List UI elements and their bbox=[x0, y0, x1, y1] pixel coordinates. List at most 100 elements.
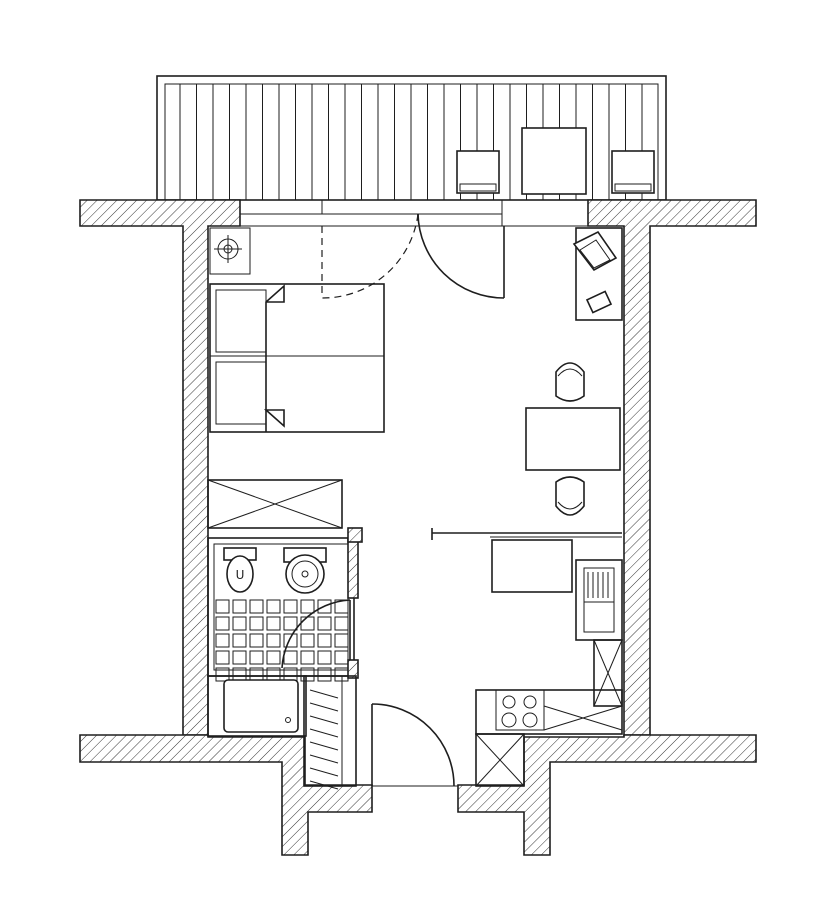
floor-tile bbox=[215, 650, 230, 665]
window-left bbox=[239, 199, 323, 215]
hanger bbox=[309, 702, 339, 712]
floor-tile bbox=[283, 616, 298, 631]
floor-tile bbox=[215, 599, 230, 614]
bathroom-door-swing bbox=[281, 599, 351, 669]
cooktop bbox=[495, 689, 545, 731]
burner-2 bbox=[523, 695, 537, 709]
wall-bottom-left bbox=[79, 734, 373, 856]
floor-tile bbox=[300, 650, 315, 665]
floor-tile bbox=[249, 633, 264, 648]
desk bbox=[575, 227, 623, 321]
floor-tile bbox=[232, 599, 247, 614]
hanger bbox=[309, 741, 339, 751]
floor-tile bbox=[215, 633, 230, 648]
floor-tile bbox=[266, 650, 281, 665]
balcony-chair-left bbox=[456, 150, 500, 194]
bathroom-tiles bbox=[215, 599, 349, 682]
floor-tile bbox=[232, 616, 247, 631]
wardrobe bbox=[207, 479, 343, 529]
toilet-label: U bbox=[236, 568, 245, 582]
hanger bbox=[309, 754, 339, 764]
balcony-door-swing-dashed bbox=[321, 213, 419, 299]
floor-tile bbox=[249, 599, 264, 614]
floor-tile bbox=[283, 633, 298, 648]
toilet: U bbox=[223, 547, 257, 593]
shower-drain bbox=[285, 717, 291, 723]
floor-tile bbox=[266, 599, 281, 614]
walls bbox=[79, 199, 757, 856]
floor-tile bbox=[283, 599, 298, 614]
sink-basin bbox=[583, 601, 615, 633]
burner-3 bbox=[501, 712, 517, 728]
floor-tile bbox=[232, 633, 247, 648]
coat-closet bbox=[303, 675, 357, 787]
balcony-chair-right-back bbox=[614, 183, 652, 192]
desk-phone bbox=[585, 290, 613, 314]
floor-tile bbox=[317, 650, 332, 665]
hanger bbox=[309, 715, 339, 725]
kitchen-sink-unit bbox=[575, 559, 623, 641]
floor-tile bbox=[215, 616, 230, 631]
burner-1 bbox=[502, 695, 516, 709]
floor-tile bbox=[249, 650, 264, 665]
floor-tile bbox=[300, 616, 315, 631]
floor-tile bbox=[300, 633, 315, 648]
floor-tile bbox=[215, 667, 230, 682]
floor-tile bbox=[249, 616, 264, 631]
washbasin bbox=[283, 547, 327, 594]
floor-tile bbox=[334, 650, 349, 665]
pillow-top bbox=[215, 289, 267, 353]
bed-blanket-fold-bottom bbox=[263, 409, 285, 428]
fridge bbox=[475, 733, 525, 787]
floor-tile bbox=[317, 633, 332, 648]
floor-tile bbox=[334, 599, 349, 614]
bed-blanket-fold-top bbox=[265, 284, 285, 432]
floor-tile bbox=[300, 599, 315, 614]
coat-hangers bbox=[309, 689, 339, 790]
kitchen-counter-upper bbox=[491, 539, 573, 593]
floor-tile bbox=[283, 650, 298, 665]
dining-chair-top bbox=[555, 362, 585, 402]
dining-table bbox=[525, 407, 621, 471]
corner-cabinet bbox=[209, 227, 251, 275]
balcony-table bbox=[521, 127, 587, 195]
floor-tile bbox=[317, 616, 332, 631]
dining-chair-bottom bbox=[555, 476, 585, 516]
kitchen-counter-lower bbox=[475, 689, 623, 735]
bathroom: U bbox=[207, 527, 363, 737]
burner-4 bbox=[522, 712, 538, 728]
floor-tile bbox=[300, 667, 315, 682]
door-opening bbox=[321, 199, 503, 215]
balcony-doors bbox=[239, 199, 589, 299]
floor-tile bbox=[232, 650, 247, 665]
hanger bbox=[309, 780, 339, 790]
bathroom-wall-segment bbox=[347, 537, 359, 599]
window-right bbox=[501, 199, 589, 227]
floor-tile bbox=[334, 616, 349, 631]
wall-bottom-right bbox=[457, 734, 757, 856]
balcony bbox=[156, 75, 667, 201]
hanger bbox=[309, 728, 339, 738]
drainer-ribs bbox=[587, 572, 609, 598]
wall-top-right bbox=[587, 199, 757, 736]
desk-chair bbox=[572, 230, 618, 272]
shower-enclosure bbox=[207, 675, 307, 737]
floor-tile bbox=[317, 667, 332, 682]
floor-tile bbox=[317, 599, 332, 614]
hanger bbox=[309, 689, 339, 699]
bed bbox=[209, 283, 385, 433]
shower-tray bbox=[223, 679, 299, 733]
floor-tile bbox=[266, 633, 281, 648]
hanger bbox=[309, 767, 339, 777]
furniture bbox=[207, 227, 623, 787]
entrance-door-swing bbox=[371, 703, 455, 787]
pillow-bottom bbox=[215, 361, 267, 425]
hallway bbox=[303, 675, 458, 790]
floor-tile bbox=[334, 633, 349, 648]
balcony-door-swing bbox=[417, 213, 505, 299]
balcony-chair-left-back bbox=[459, 183, 497, 192]
kitchen-cabinet-right bbox=[593, 639, 623, 707]
balcony-chair-right bbox=[611, 150, 655, 194]
floor-tile bbox=[266, 616, 281, 631]
